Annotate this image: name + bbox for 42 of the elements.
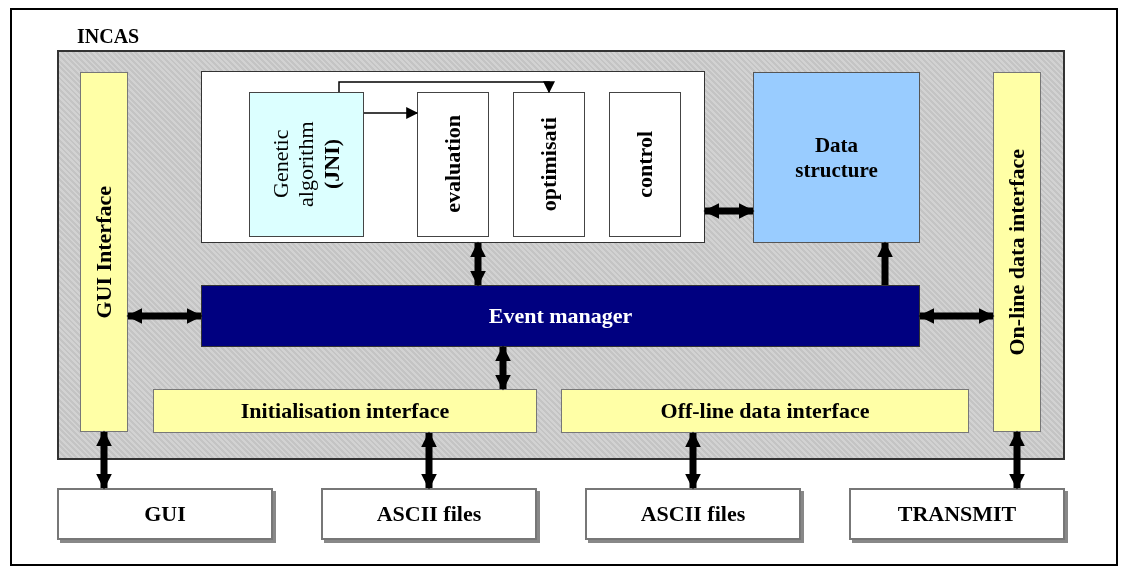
arrow <box>685 431 701 490</box>
module-box <box>416 91 489 237</box>
node-label: ASCII files <box>640 501 746 527</box>
node-label: ASCII files <box>376 501 482 527</box>
arrow <box>126 308 203 324</box>
node-label: optimisati <box>535 116 562 212</box>
arrow <box>363 107 419 119</box>
interface-bar <box>561 389 969 433</box>
node-label: Event manager <box>488 303 633 329</box>
data-box <box>753 72 920 243</box>
node-label: Genetic algorithm (JNI) <box>268 120 344 209</box>
module-box <box>608 91 681 237</box>
module-box <box>248 91 364 237</box>
node-label: Data structure <box>794 133 879 182</box>
module-box <box>512 91 585 237</box>
heading: INCAS <box>77 25 140 48</box>
node-label: Off-line data interface <box>660 398 870 424</box>
arrow <box>703 203 755 219</box>
arrow <box>877 241 893 285</box>
node-label: control <box>631 130 658 198</box>
external-box <box>849 488 1065 540</box>
node-label: TRANSMIT <box>897 501 1017 527</box>
interface-bar <box>80 72 128 432</box>
arrow <box>96 430 112 490</box>
arrow <box>338 81 555 94</box>
manager-bar <box>201 285 920 347</box>
arrow <box>495 345 511 391</box>
external-box <box>321 488 537 540</box>
node-label: GUI Interface <box>91 185 117 319</box>
interface-bar <box>153 389 537 433</box>
module-panel <box>201 71 705 243</box>
arrow <box>918 308 995 324</box>
external-box <box>57 488 273 540</box>
node-label: Initialisation interface <box>240 398 450 424</box>
interface-bar <box>993 72 1041 432</box>
node-label: On-line data interface <box>1004 148 1030 356</box>
external-box <box>585 488 801 540</box>
node-label: GUI <box>144 501 186 527</box>
arrow <box>1009 430 1025 490</box>
arrow <box>421 431 437 490</box>
node-label: evaluation <box>439 115 466 213</box>
arrow <box>470 241 486 287</box>
